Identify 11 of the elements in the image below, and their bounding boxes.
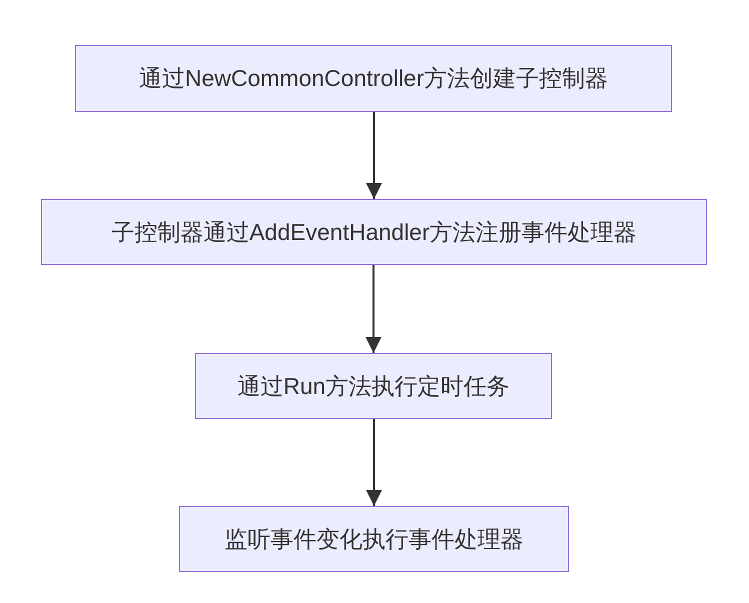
process-box: [41, 199, 707, 265]
box-label: 监听事件变化执行事件处理器: [224, 524, 524, 554]
box-label: 子控制器通过AddEventHandler方法注册事件处理器: [111, 218, 637, 246]
box-label: 通过Run方法执行定时任务: [237, 372, 510, 400]
process-box: [75, 45, 672, 112]
arrow: [366, 112, 382, 199]
box-label: 通过NewCommonController方法创建子控制器: [138, 64, 608, 93]
process-box: [195, 353, 552, 419]
arrow: [366, 419, 382, 506]
process-box: [179, 506, 569, 572]
arrow: [366, 265, 382, 353]
